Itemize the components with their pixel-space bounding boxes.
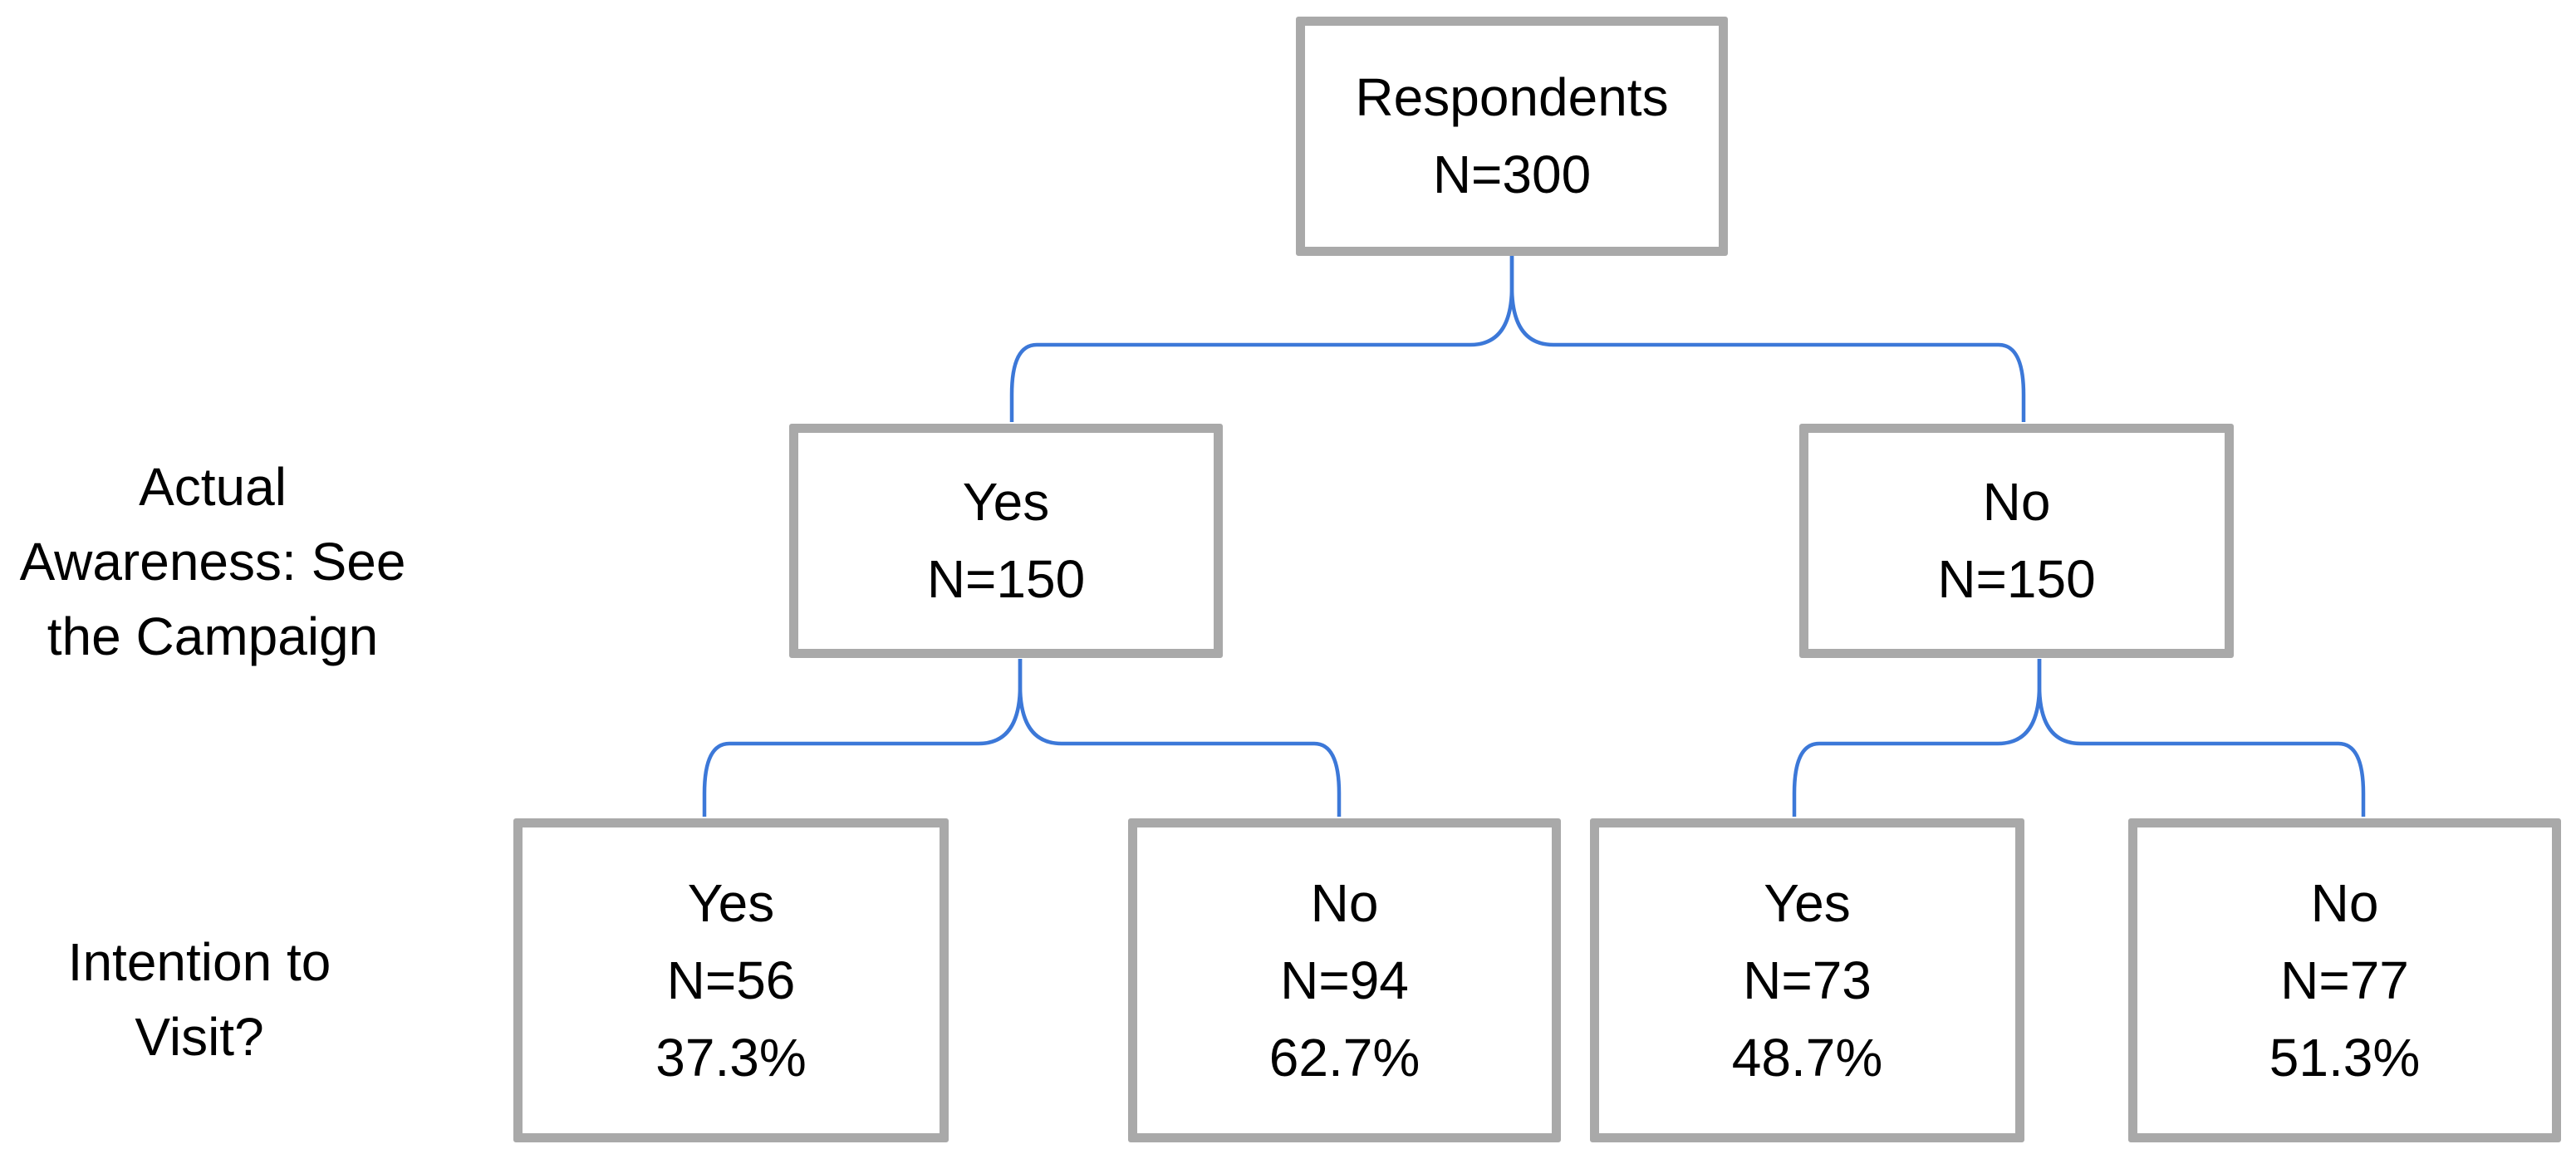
node-intent-count: N=94 (1280, 950, 1409, 1010)
row-label-awareness-line3: the Campaign (47, 606, 379, 666)
node-intent-no-aware-yes: No N=94 62.7% (1128, 818, 1561, 1142)
row-label-awareness: Actual Awareness: See the Campaign (0, 449, 425, 674)
row-label-intention-line1: Intention to (67, 932, 331, 992)
node-respondents-label: Respondents (1355, 67, 1669, 127)
node-awareness-yes-label: Yes (962, 472, 1050, 532)
node-awareness-yes-count: N=150 (926, 549, 1086, 609)
row-label-awareness-line1: Actual (139, 457, 287, 517)
node-awareness-no-label: No (1982, 472, 2051, 532)
brace-aware-yes-left-arm (702, 659, 1023, 817)
node-intent-label: Yes (687, 872, 775, 933)
node-intent-count: N=77 (2280, 950, 2409, 1010)
brace-root-right-arm (1509, 256, 2026, 422)
node-intent-count: N=56 (666, 950, 796, 1010)
brace-root-left-arm (1009, 256, 1514, 422)
node-awareness-yes: Yes N=150 (789, 424, 1223, 658)
brace-aware-no-left-arm (1792, 659, 2042, 817)
node-respondents: Respondents N=300 (1296, 17, 1728, 256)
node-intent-percent: 48.7% (1731, 1027, 1883, 1088)
node-intent-label: Yes (1764, 872, 1851, 933)
node-awareness-no-count: N=150 (1937, 549, 2096, 609)
node-intent-yes-aware-yes: Yes N=56 37.3% (513, 818, 949, 1142)
node-intent-yes-aware-no: Yes N=73 48.7% (1590, 818, 2024, 1142)
brace-aware-yes-right-arm (1018, 659, 1342, 817)
node-intent-percent: 37.3% (655, 1027, 807, 1088)
node-intent-label: No (2310, 872, 2379, 933)
brace-aware-no-right-arm (2037, 659, 2366, 817)
node-intent-no-aware-no: No N=77 51.3% (2128, 818, 2561, 1142)
node-awareness-no: No N=150 (1799, 424, 2234, 658)
node-intent-count: N=73 (1743, 950, 1872, 1010)
row-label-awareness-line2: Awareness: See (19, 532, 406, 592)
node-intent-percent: 51.3% (2269, 1027, 2421, 1088)
node-respondents-count: N=300 (1432, 145, 1592, 204)
node-intent-label: No (1310, 872, 1379, 933)
node-intent-percent: 62.7% (1268, 1027, 1420, 1088)
row-label-intention: Intention to Visit? (0, 925, 399, 1074)
row-label-intention-line2: Visit? (135, 1007, 264, 1067)
